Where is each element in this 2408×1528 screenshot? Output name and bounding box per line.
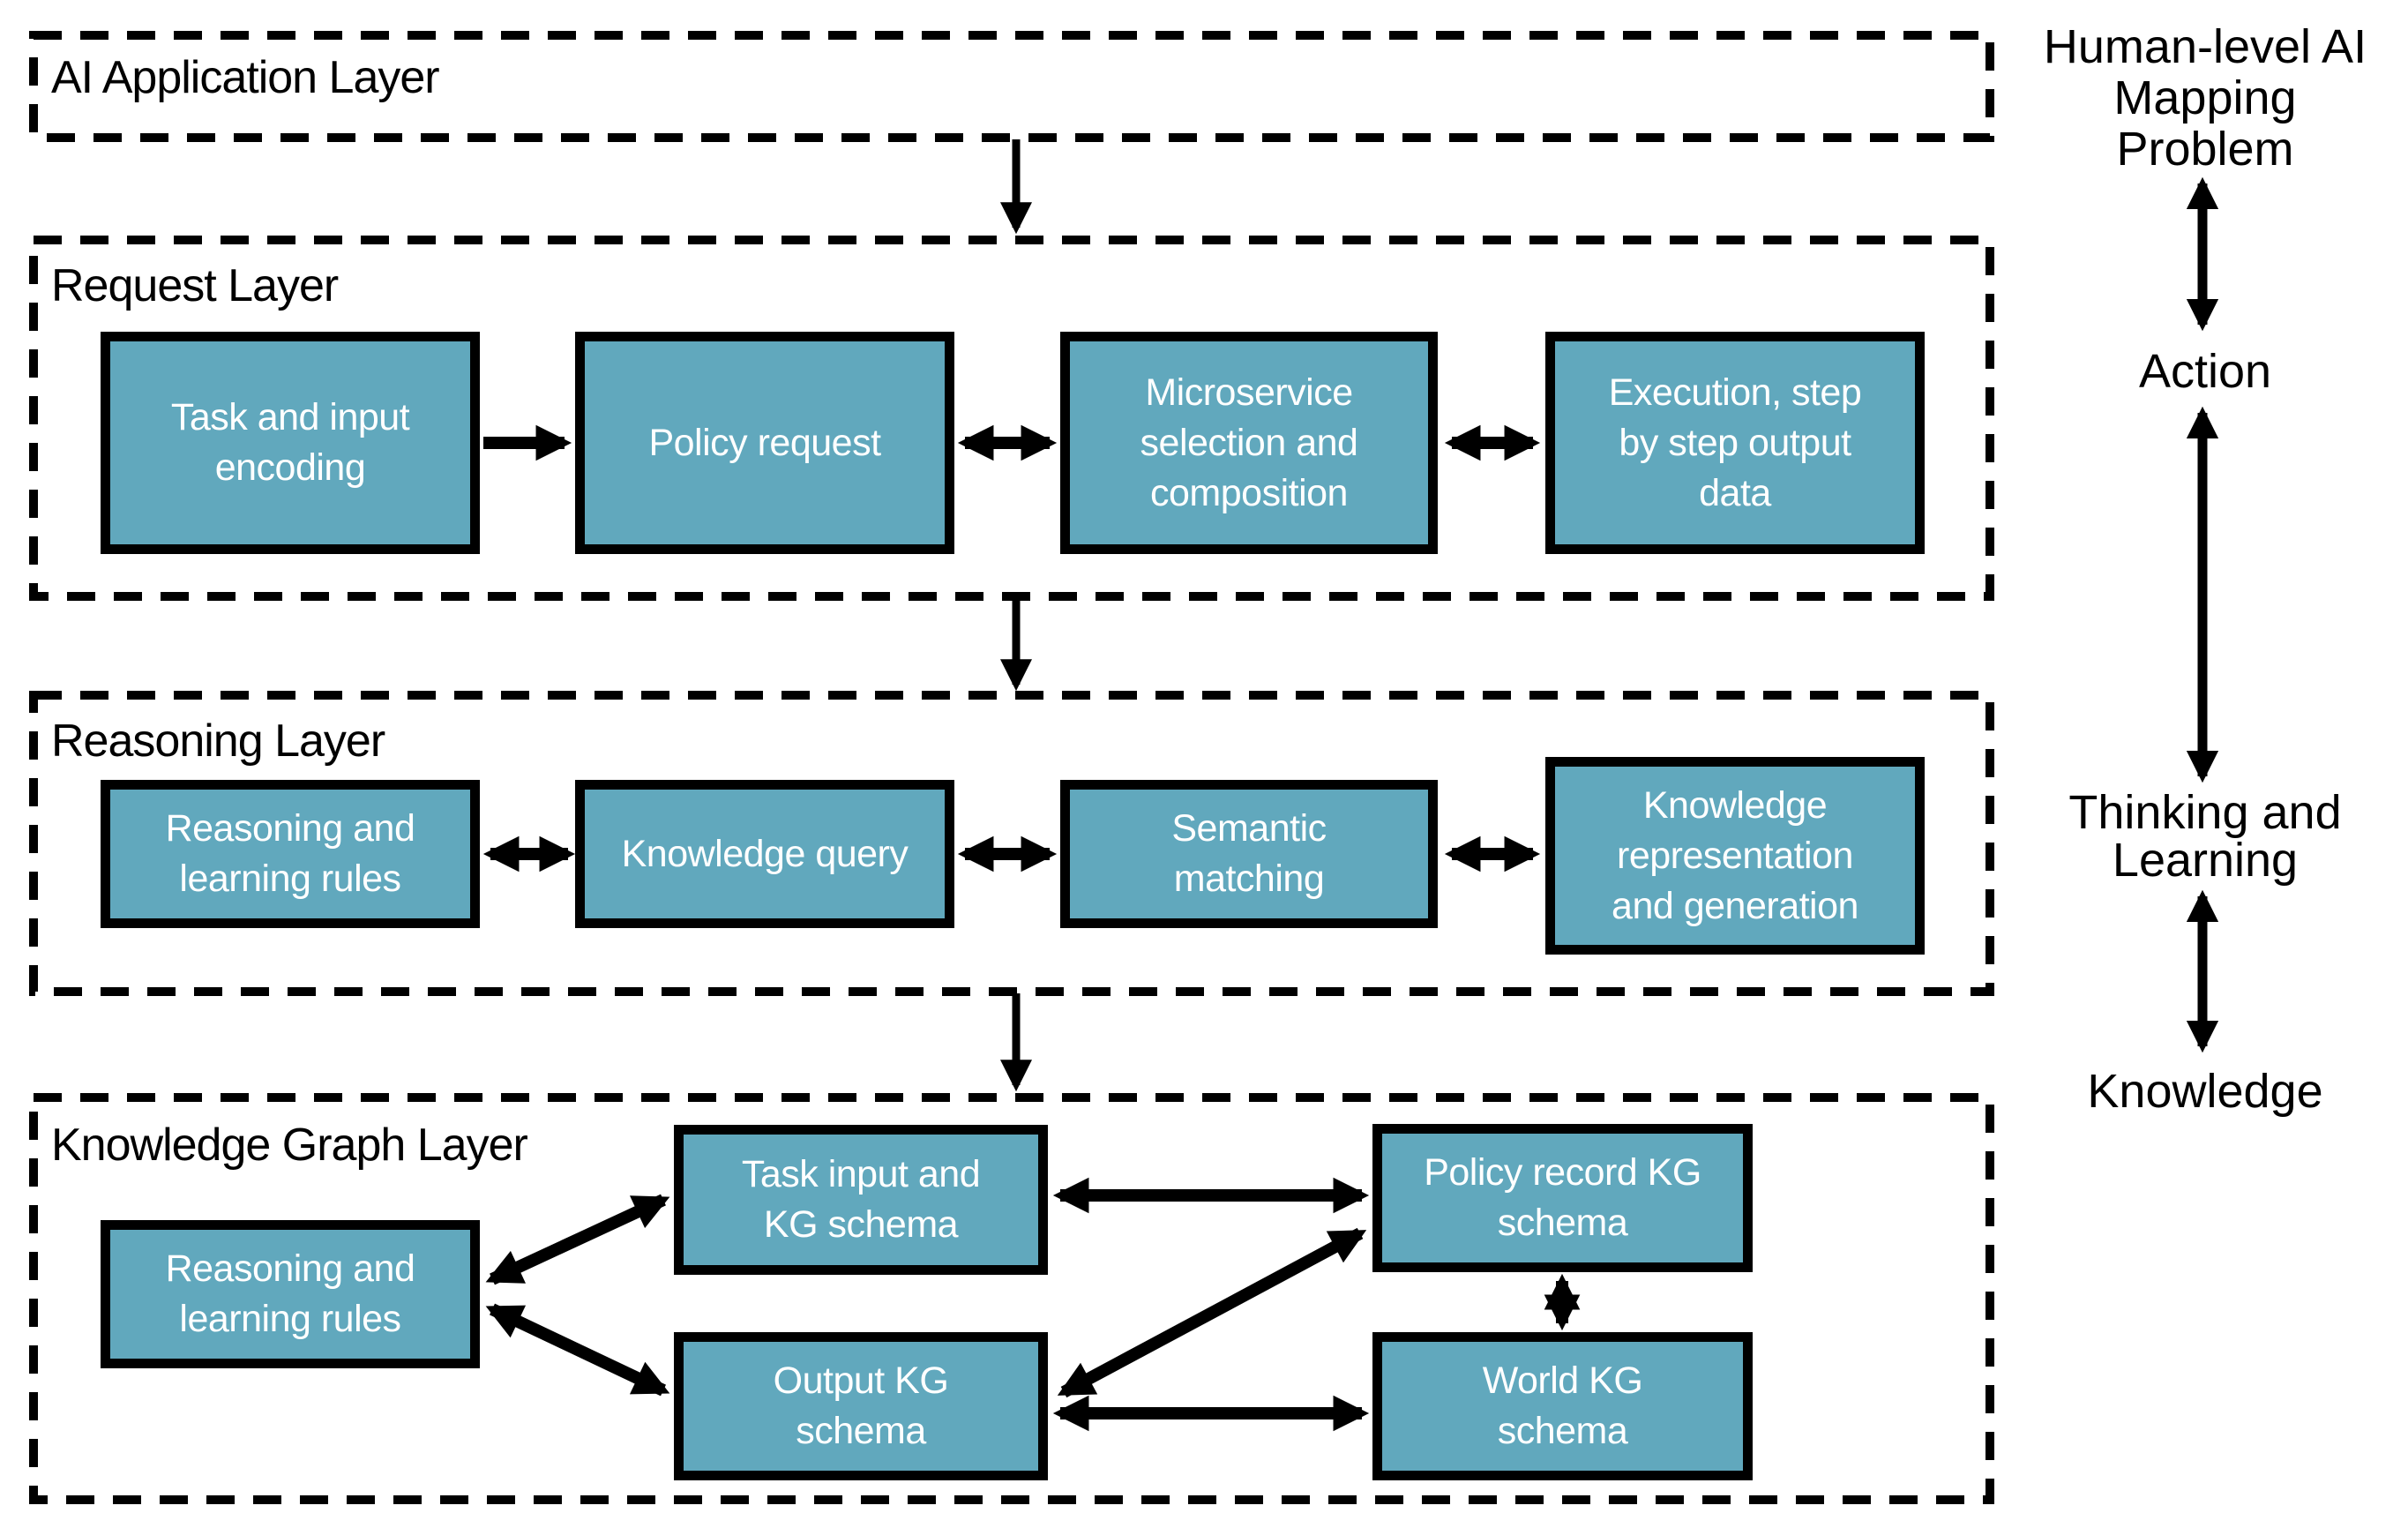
- node-task-and-input-encoding: Task and input encoding: [101, 332, 480, 554]
- node-task-input-kg-schema: Task input and KG schema: [674, 1125, 1048, 1275]
- node-knowledge-representation: Knowledge representation and generation: [1545, 757, 1925, 955]
- node-policy-request: Policy request: [575, 332, 954, 554]
- node-microservice-selection: Microservice selection and composition: [1060, 332, 1438, 554]
- node-execution-output-data: Execution, step by step output data: [1545, 332, 1925, 554]
- side-title-human-level-ai: Human-level AI Mapping Problem: [2043, 20, 2367, 176]
- layer-title-request: Request Layer: [51, 260, 339, 311]
- arrow-kgrules-taskinputkg: [485, 1194, 670, 1285]
- side-label-knowledge: Knowledge: [2087, 1065, 2323, 1118]
- node-kg-reasoning-learning-rules: Reasoning and learning rules: [101, 1220, 480, 1368]
- arrow-kgrules-outputkg: [485, 1303, 670, 1397]
- node-policy-record-kg-schema: Policy record KG schema: [1372, 1124, 1753, 1272]
- layer-title-ai-application: AI Application Layer: [51, 52, 440, 103]
- node-output-kg-schema: Output KG schema: [674, 1332, 1048, 1480]
- node-reasoning-learning-rules: Reasoning and learning rules: [101, 780, 480, 928]
- side-label-thinking: Thinking and Learning: [2068, 786, 2342, 887]
- layer-title-knowledge-graph: Knowledge Graph Layer: [51, 1120, 528, 1171]
- side-label-action: Action: [2138, 345, 2272, 398]
- layer-title-reasoning: Reasoning Layer: [51, 715, 385, 767]
- arrow-outputkg-policykg: [1057, 1227, 1367, 1398]
- node-semantic-matching: Semantic matching: [1060, 780, 1438, 928]
- node-world-kg-schema: World KG schema: [1372, 1332, 1753, 1480]
- node-knowledge-query: Knowledge query: [575, 780, 954, 928]
